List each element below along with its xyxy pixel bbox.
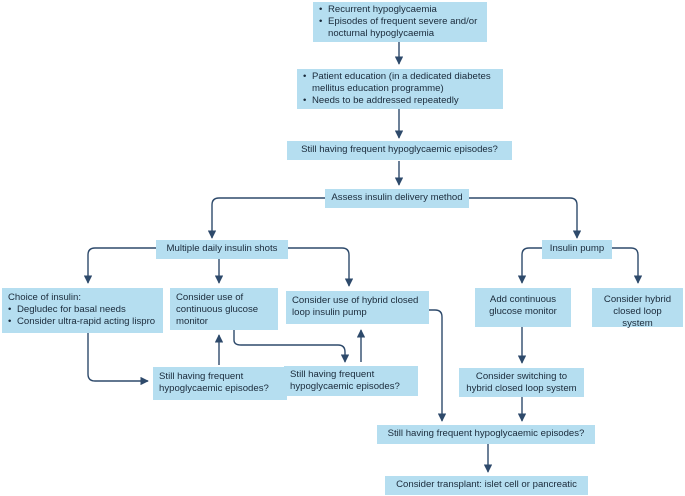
arrow-assess-to-mdi: [207, 197, 325, 239]
recurrent-bullet-2: Episodes of frequent severe and/or noctu…: [319, 16, 481, 40]
patient-education-box: Patient education (in a dedicated diabet…: [297, 69, 503, 109]
multiple-daily-insulin-box: Multiple daily insulin shots: [156, 240, 288, 259]
arrow-cgm-to-still-mid: [233, 330, 350, 363]
arrow-pump-to-hybridpump: [612, 247, 643, 284]
choice-title: Choice of insulin:: [8, 292, 82, 303]
arrow-choice-to-still-left: [87, 333, 149, 386]
hybrid-closed-loop-pump-box: Consider use of hybrid closed loop insul…: [286, 291, 429, 324]
hybrid-closed-loop-system-box: Consider hybrid closed loop system: [592, 288, 683, 329]
education-bullet-2: Needs to be addressed repeatedly: [303, 95, 497, 107]
add-continuous-glucose-monitor-box: Add continuous glucose monitor: [475, 288, 571, 327]
choice-bullet-1: Degludec for basal needs: [8, 304, 157, 316]
still-having-episodes-mid: Still having frequent hypoglycaemic epis…: [284, 366, 418, 396]
insulin-pump-box: Insulin pump: [542, 240, 612, 259]
arrow-mdi-to-hybrid: [288, 247, 354, 287]
choice-of-insulin-box: Choice of insulin: Degludec for basal ne…: [2, 288, 163, 333]
education-bullet-1: Patient education (in a dedicated diabet…: [303, 71, 497, 95]
arrow-pump-to-addcgm: [517, 247, 542, 284]
continuous-glucose-monitor-box: Consider use of continuous glucose monit…: [170, 288, 278, 330]
still-having-episodes-top: Still having frequent hypoglycaemic epis…: [287, 141, 512, 160]
arrow-mdi-to-choice: [83, 247, 156, 284]
still-having-episodes-bottom: Still having frequent hypoglycaemic epis…: [377, 425, 595, 444]
switch-hybrid-closed-loop-box: Consider switching to hybrid closed loop…: [459, 368, 584, 397]
assess-insulin-delivery-box: Assess insulin delivery method: [325, 189, 469, 208]
recurrent-hypoglycaemia-box: Recurrent hypoglycaemia Episodes of freq…: [313, 2, 487, 42]
arrow-hybrid-to-still-bottom: [429, 309, 447, 422]
still-having-episodes-left: Still having frequent hypoglycaemic epis…: [153, 367, 287, 400]
arrow-assess-to-pump: [469, 197, 582, 239]
recurrent-bullet-1: Recurrent hypoglycaemia: [319, 4, 481, 16]
choice-bullet-2: Consider ultra-rapid acting lispro: [8, 316, 157, 328]
consider-transplant-box: Consider transplant: islet cell or pancr…: [385, 476, 588, 495]
